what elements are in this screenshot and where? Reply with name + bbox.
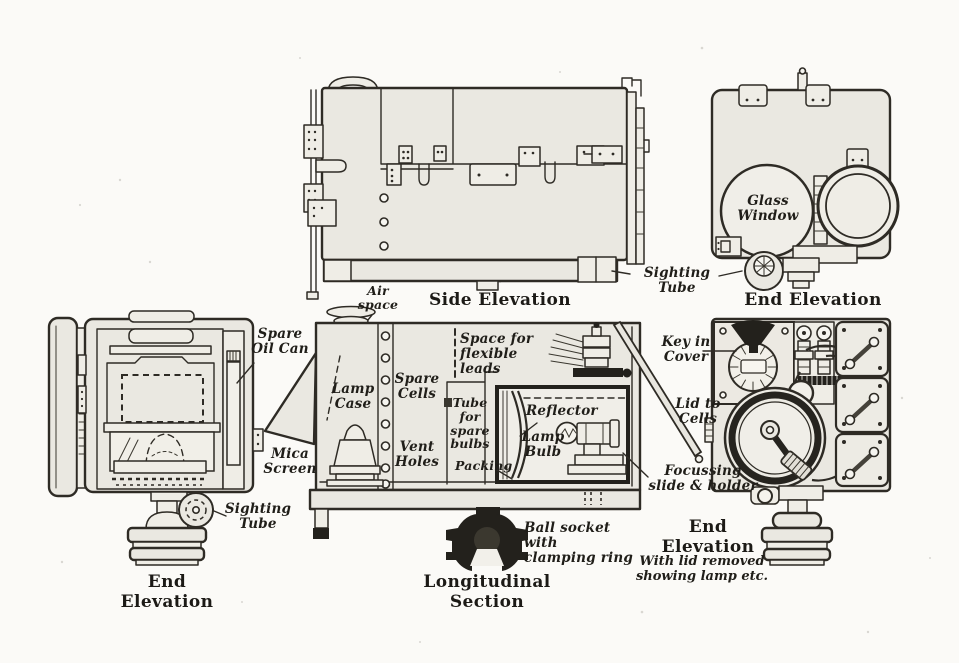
- label-key-in-cover: Key in Cover: [661, 334, 711, 365]
- caption-longitudinal-section: Longitudinal Section: [423, 572, 551, 613]
- end-elevation-right-drawing: [622, 317, 892, 566]
- label-reflector: Reflector: [526, 403, 598, 419]
- label-mica-screen: Mica Screen: [263, 446, 317, 477]
- caption-side-elevation: Side Elevation: [428, 290, 572, 310]
- label-spare-cells: Spare Cells: [394, 371, 440, 402]
- label-spare-oil-can: Spare Oil Can: [251, 326, 309, 357]
- caption-end-elevation-right: End Elevation: [661, 517, 755, 558]
- label-focussing-slide: Focussing slide & holder: [648, 463, 758, 494]
- label-lamp-bulb: Lamp Bulb: [521, 429, 565, 460]
- longitudinal-section-drawing: [308, 305, 704, 571]
- label-vent-holes: Vent Holes: [394, 439, 440, 470]
- label-flexible-leads: Space for flexible leads: [460, 331, 534, 377]
- label-air-space: Air space: [357, 283, 399, 312]
- caption-end-elevation-left: End Elevation: [120, 572, 214, 613]
- label-sighting-tube-top: Sighting Tube: [643, 265, 711, 296]
- label-lid-to-cells: Lid to Cells: [675, 396, 721, 427]
- label-sighting-tube-left: Sighting Tube: [224, 501, 292, 532]
- side-elevation-drawing: [303, 76, 743, 332]
- label-glass-window: Glass Window: [737, 193, 799, 224]
- label-lamp-case: Lamp Case: [331, 381, 375, 412]
- caption-end-elevation-top: End Elevation: [744, 290, 882, 310]
- end-elevation-top-drawing: [710, 67, 900, 291]
- label-tube-spare-bulbs: Tube for spare bulbs: [450, 395, 490, 452]
- label-packing: Packing: [455, 458, 513, 473]
- subcaption-lid-removed: With lid removed showing lamp etc.: [635, 554, 769, 584]
- end-elevation-left-drawing: [47, 310, 320, 566]
- label-ball-socket: Ball socket with clamping ring: [524, 520, 633, 566]
